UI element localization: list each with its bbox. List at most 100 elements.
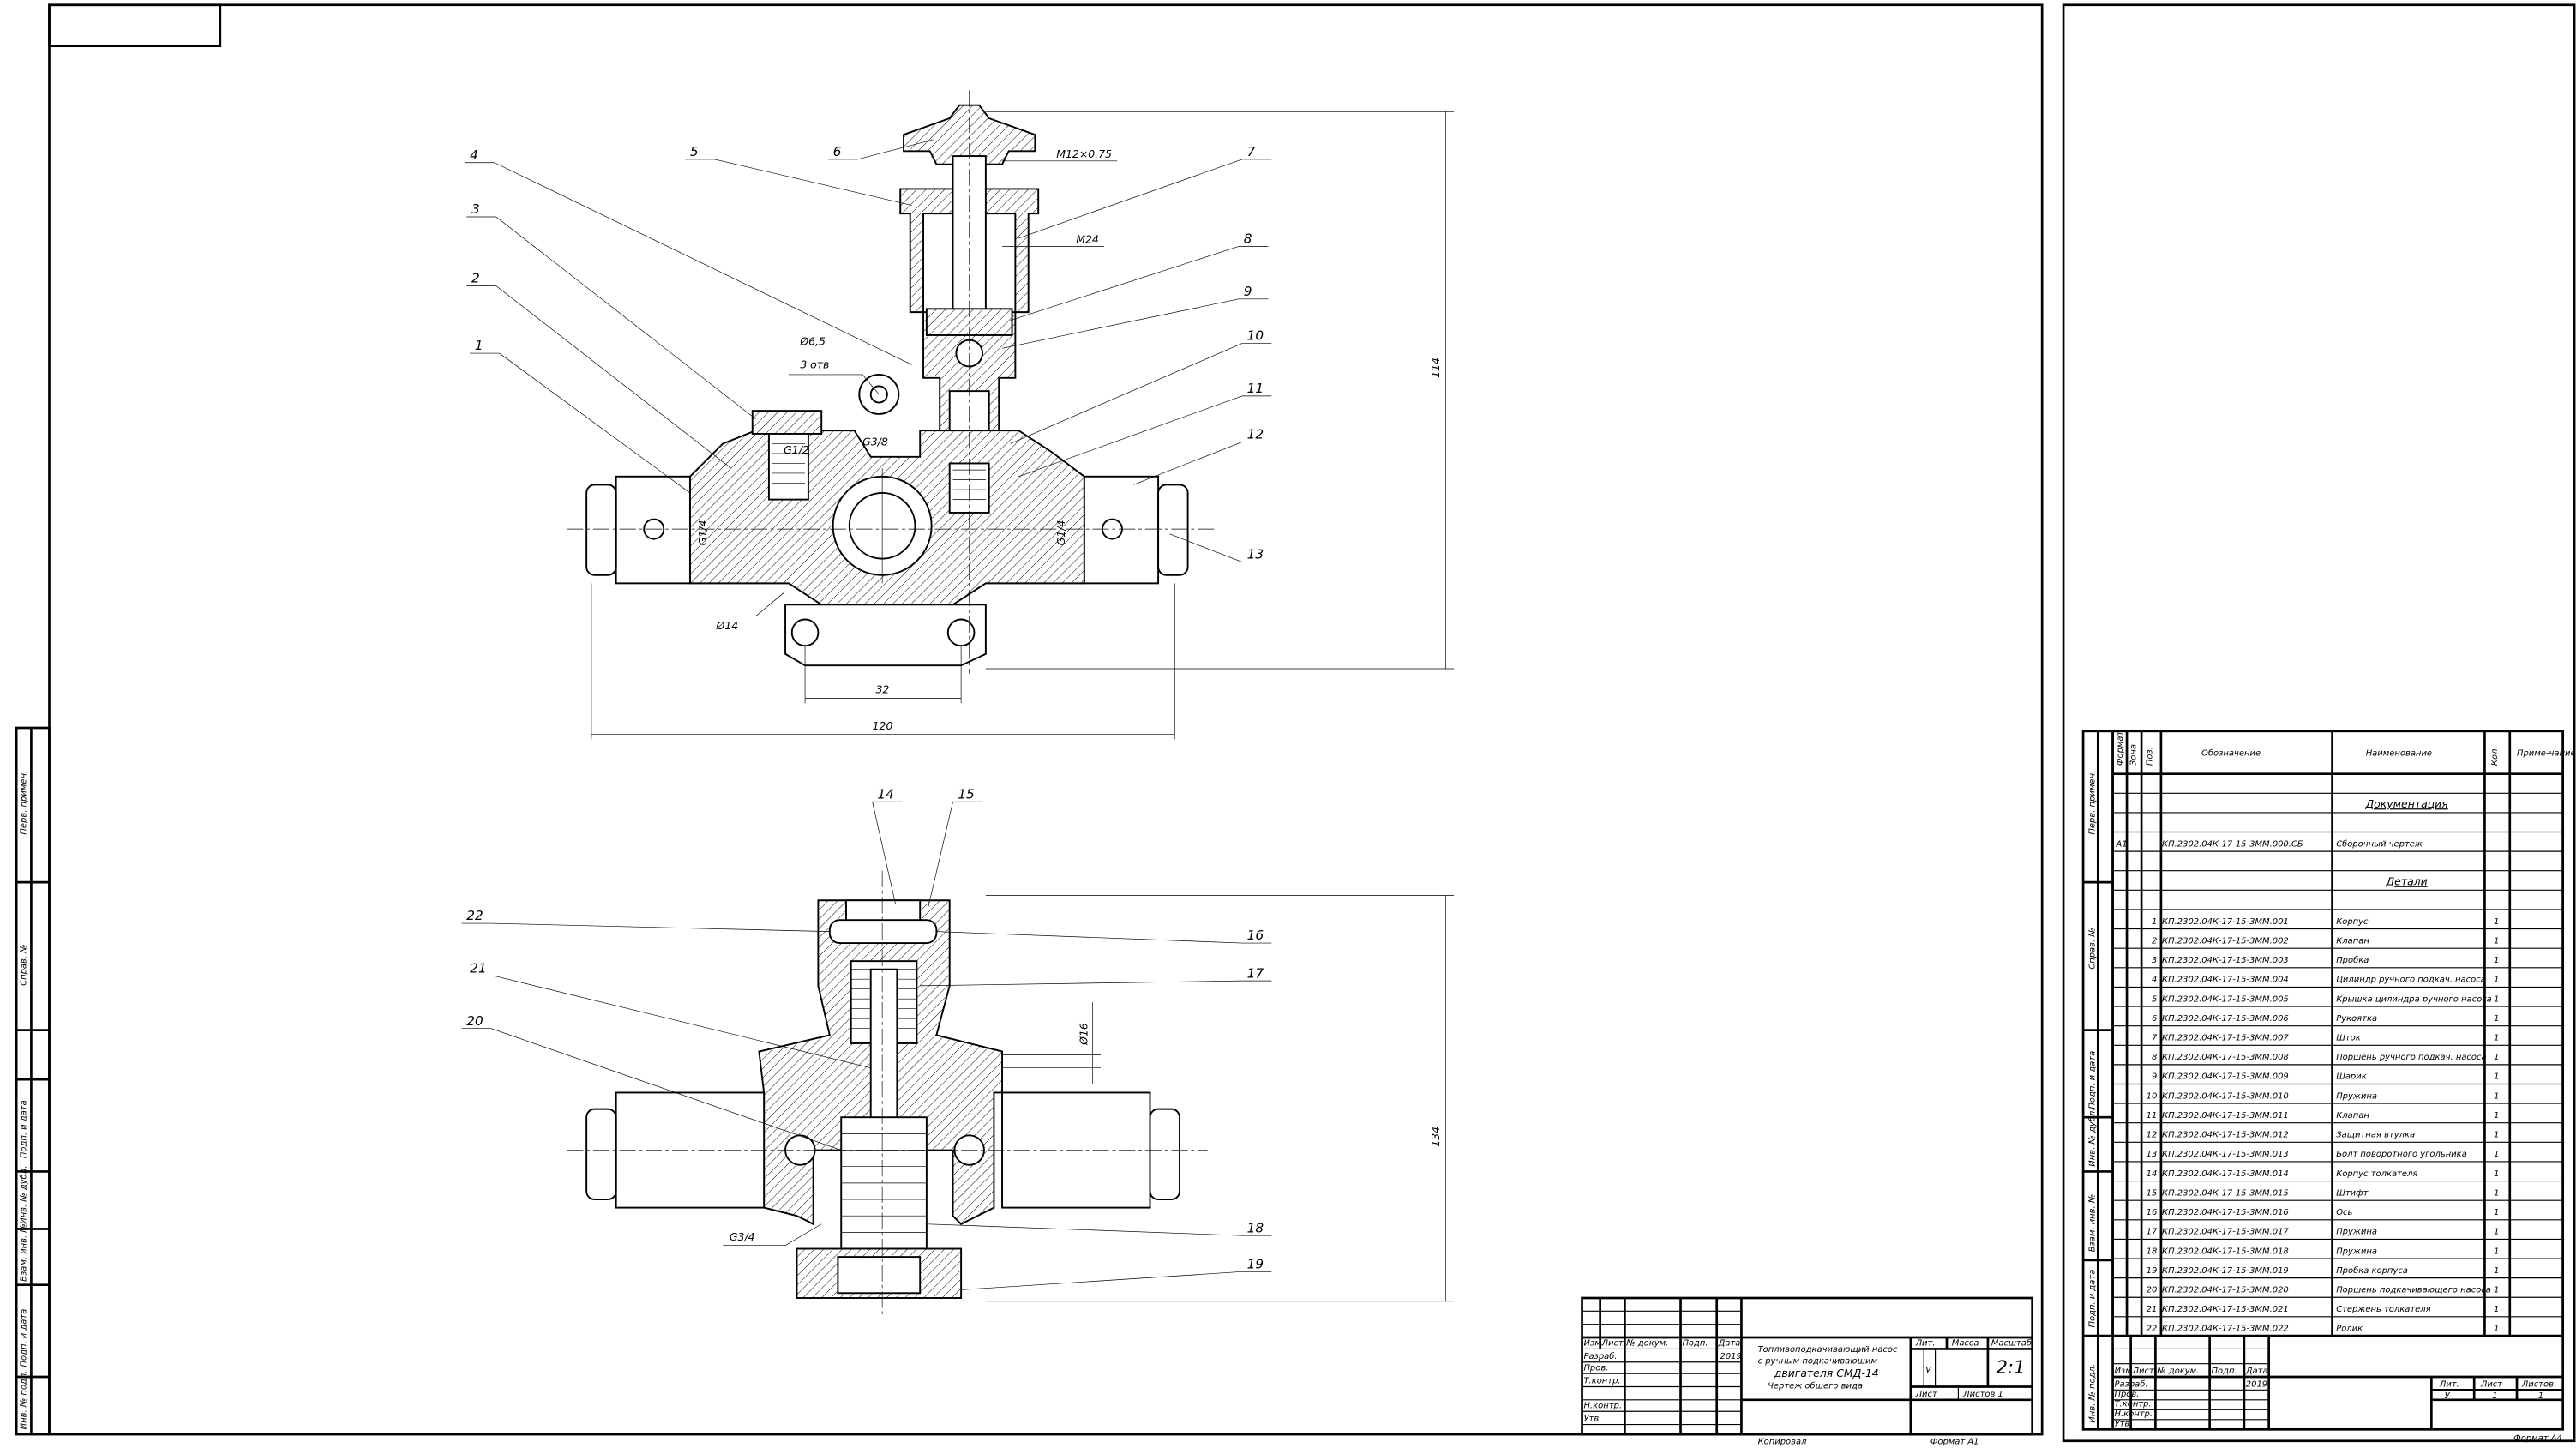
tb-role: Н.контр.: [1583, 1401, 1622, 1410]
dim-thread-m24: M24: [1076, 233, 1099, 246]
callout-leader: [1010, 343, 1242, 444]
callout-leader: [490, 1028, 842, 1151]
spec-designation: КП.2302.04К-17-15-3ММ.022: [2162, 1325, 2289, 1334]
spec-position: 6: [2152, 1014, 2157, 1024]
callout-leader: [1018, 395, 1242, 478]
strip-label: Подп. и дата: [20, 1309, 29, 1367]
spec-name: Рукоятка: [2336, 1014, 2377, 1024]
dim-thread-m12: M12×0.75: [1056, 147, 1112, 160]
spec-name: Пробка: [2336, 955, 2369, 965]
tb-role: Утв.: [1583, 1415, 1601, 1424]
callout-label: 18: [1247, 1220, 1264, 1235]
handle: [903, 104, 1036, 165]
callout-callouts_top-6: 7: [1018, 144, 1272, 239]
callout-callouts_top-5: 6: [827, 139, 934, 160]
tb-lit-label: Лит.: [1915, 1339, 1936, 1349]
spec-position: 12: [2147, 1131, 2158, 1140]
callout-label: 16: [1247, 928, 1264, 943]
callout-callouts_bottom-7: 21: [465, 961, 871, 1069]
callout-leader: [1010, 246, 1240, 321]
callout-callouts_top-3: 4: [465, 147, 912, 365]
spec-quantity: 1: [2494, 956, 2499, 965]
callout-leader: [936, 931, 1242, 944]
strip-label: Подп. и дата: [2087, 1270, 2097, 1328]
spec-name: Стержень толкателя: [2336, 1305, 2430, 1314]
callout-callouts_top-9: 10: [1010, 328, 1272, 444]
callout-leader: [1133, 442, 1242, 485]
spec-quantity: 1: [2494, 1111, 2499, 1121]
spec-designation: КП.2302.04К-17-15-3ММ.014: [2162, 1169, 2289, 1179]
callout-label: 8: [1244, 231, 1252, 247]
callout-label: 12: [1247, 427, 1264, 442]
spec-header: Наименование: [2366, 749, 2432, 759]
dim-diameter-16: Ø16: [1078, 1023, 1090, 1046]
spec-name: Пробка корпуса: [2336, 1265, 2408, 1276]
spec-name: Ролик: [2336, 1325, 2363, 1334]
dim-hole-diameter: Ø6,5: [799, 334, 826, 347]
callout-callouts_top-0: 1: [470, 338, 691, 494]
spec-designation: КП.2302.04К-17-15-3ММ.017: [2162, 1228, 2289, 1237]
tb-role: Разраб.: [2114, 1379, 2147, 1390]
callout-label: 21: [470, 961, 487, 976]
tb-role: Т.контр.: [2114, 1399, 2151, 1409]
pusher-rod: [869, 968, 898, 1135]
spec-designation: КП.2302.04К-17-15-3ММ.012: [2162, 1131, 2289, 1140]
tb-role: Пров.: [2114, 1390, 2139, 1399]
callout-leader: [872, 802, 896, 904]
callout-leader: [1001, 298, 1240, 349]
spec-name: Корпус: [2336, 917, 2369, 927]
tb-header: Дата: [2245, 1367, 2268, 1376]
strip-label: Подп. и дата: [20, 1100, 29, 1158]
spec-designation: КП.2302.04К-17-15-3ММ.019: [2162, 1266, 2289, 1276]
spec-header: Поз.: [2146, 747, 2155, 766]
tb-scale-label: Масштаб: [1991, 1338, 2032, 1349]
tb-role: Пров.: [1583, 1363, 1608, 1373]
spec-name: Поршень ручного подкач. насоса: [2336, 1053, 2486, 1062]
strip-label: Инв. № дубл.: [19, 1166, 29, 1224]
tb-header: Подп.: [1682, 1339, 1708, 1349]
callout-leader: [920, 980, 1242, 987]
dimensions: 114 134 120 32 M12×0.75 M24 Ø6,5 3 отв G…: [591, 111, 1455, 1302]
spec-designation: КП.2302.04К-17-15-3ММ.000.СБ: [2162, 839, 2303, 849]
tb-scale-value: 2:1: [1996, 1356, 2025, 1378]
callout-callouts_bottom-4: 18: [928, 1220, 1272, 1236]
strip-label: Перв. примен.: [2087, 771, 2097, 835]
tb-header: Лист: [1601, 1339, 1624, 1349]
spec-name: Клапан: [2336, 936, 2369, 946]
spec-designation: КП.2302.04К-17-15-3ММ.002: [2162, 936, 2289, 946]
spec-quantity: 1: [2494, 1285, 2499, 1295]
callout-leader: [494, 976, 871, 1069]
spec-position: 14: [2147, 1169, 2158, 1179]
callout-callouts_bottom-6: 20: [461, 1013, 842, 1151]
spec-designation: КП.2302.04К-17-15-3ММ.011: [2162, 1111, 2289, 1121]
callout-label: 3: [471, 201, 480, 217]
callout-leader: [961, 1271, 1242, 1290]
callout-callouts_bottom-2: 16: [936, 928, 1272, 944]
spec-header: Формат: [2116, 730, 2125, 766]
strip-label: Инв. № дубл.: [2087, 1109, 2097, 1167]
spec-name: Шарик: [2336, 1072, 2367, 1082]
top-view: [567, 90, 1216, 674]
callout-label: 19: [1247, 1257, 1264, 1272]
spec-position: 5: [2152, 994, 2157, 1004]
strip-label: Перв. примен.: [20, 771, 29, 835]
tb-role: Т.контр.: [1583, 1377, 1620, 1386]
callout-leader: [494, 162, 912, 365]
spec-designation: КП.2302.04К-17-15-3ММ.020: [2162, 1285, 2289, 1295]
spec-quantity: 1: [2494, 1150, 2499, 1159]
spec-name: Пружина: [2336, 1247, 2377, 1256]
